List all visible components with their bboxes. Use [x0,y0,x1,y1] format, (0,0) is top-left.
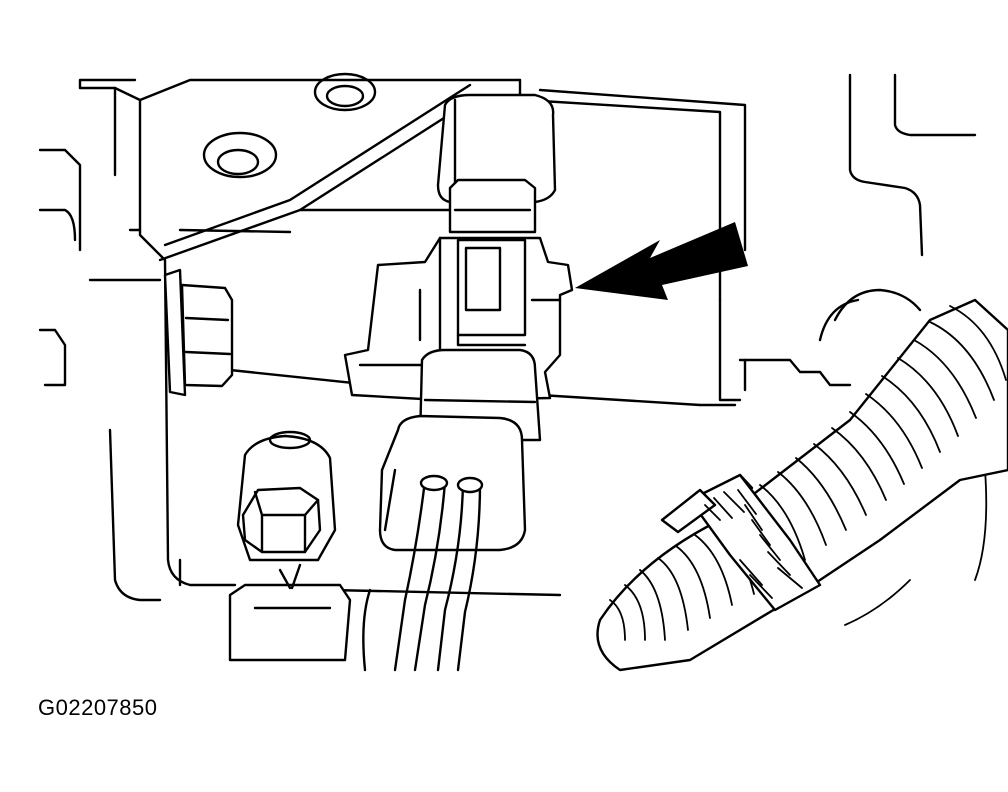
bracket-holes [202,72,377,179]
bracket-ledge [698,298,852,407]
connector-wires [362,474,484,672]
pointer-arrow [575,222,748,300]
figure-id-label: G02207850 [38,695,158,720]
hose-clamp [660,473,822,612]
lower-connector-boot [378,348,542,552]
upper-connector-plug [436,93,557,234]
connector-line-drawing [38,72,1008,672]
corrugated-wire-harness [596,288,1008,672]
right-housing-edge [844,73,988,626]
lower-hex-bolt [228,430,352,662]
left-mounting-bolt [163,268,234,397]
